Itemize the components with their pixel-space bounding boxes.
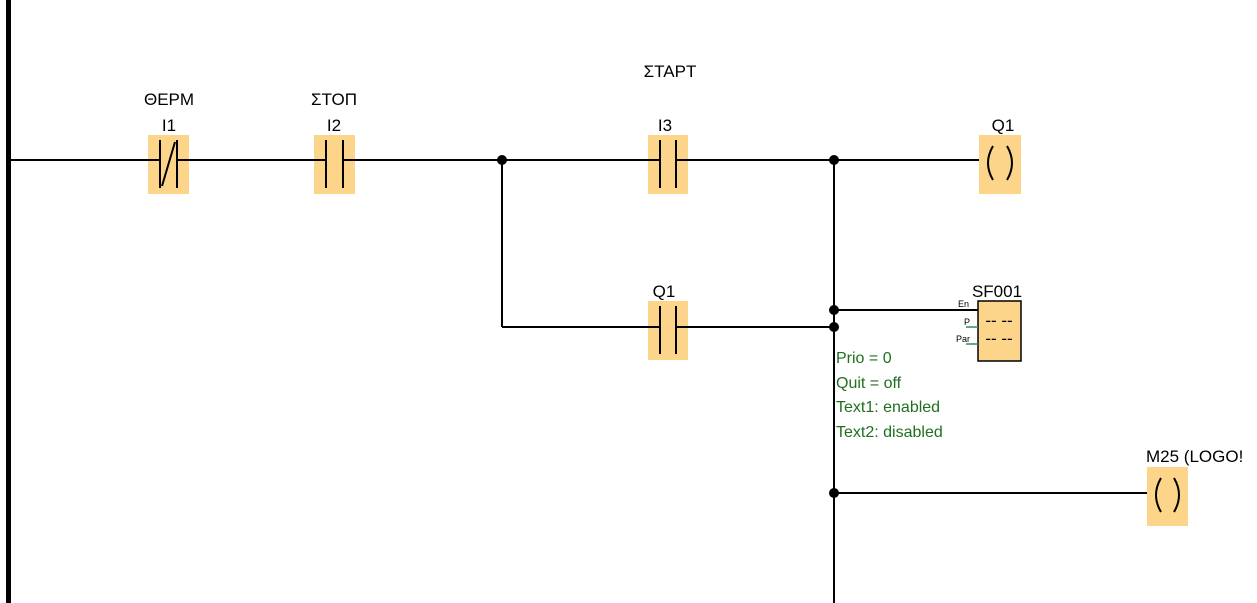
left-power-rail [6,0,11,603]
pin-en-label: En [958,299,969,309]
contact-i2[interactable]: ΣΤΟΠ I2 [311,90,357,194]
param-text1: Text1: enabled [836,399,940,416]
contact-i2-address: I2 [327,116,341,135]
junction-dot [497,155,507,165]
param-text2: Text2: disabled [836,424,943,441]
contact-i3-address: I3 [658,116,672,135]
pin-p-label: P [964,317,970,327]
coil-m25[interactable]: M25 (LOGO! [1146,447,1243,526]
junction-dot [829,305,839,315]
junction-dot [829,155,839,165]
param-prio: Prio = 0 [836,350,892,367]
message-block-sf001[interactable]: SF001 En P Par -- -- -- -- [956,282,1022,362]
coil-m25-address: M25 (LOGO! [1146,447,1243,466]
junction-dot [829,322,839,332]
coil-q1[interactable]: Q1 [979,116,1021,194]
message-display-line-1: -- -- [985,311,1012,330]
contact-i1-address: I1 [162,116,176,135]
contact-i3[interactable]: ΣΤΑΡΤ I3 [644,62,697,194]
contact-i2-comment: ΣΤΟΠ [311,90,357,109]
rung-wires [11,159,1147,603]
pin-par-label: Par [956,334,970,344]
message-display-line-2: -- -- [985,329,1012,348]
contact-i1[interactable]: ΘΕΡΜ I1 [144,90,194,194]
junction-dots [497,155,839,498]
contact-q1-hold-address: Q1 [653,282,676,301]
message-block-name: SF001 [972,282,1022,301]
message-block-params: Prio = 0 Quit = off Text1: enabled Text2… [836,350,943,441]
contact-q1-hold[interactable]: Q1 [648,282,688,360]
contact-i3-comment: ΣΤΑΡΤ [644,62,697,81]
param-quit: Quit = off [836,375,902,392]
coil-q1-address: Q1 [992,116,1015,135]
junction-dot [829,488,839,498]
contact-i1-comment: ΘΕΡΜ [144,90,194,109]
